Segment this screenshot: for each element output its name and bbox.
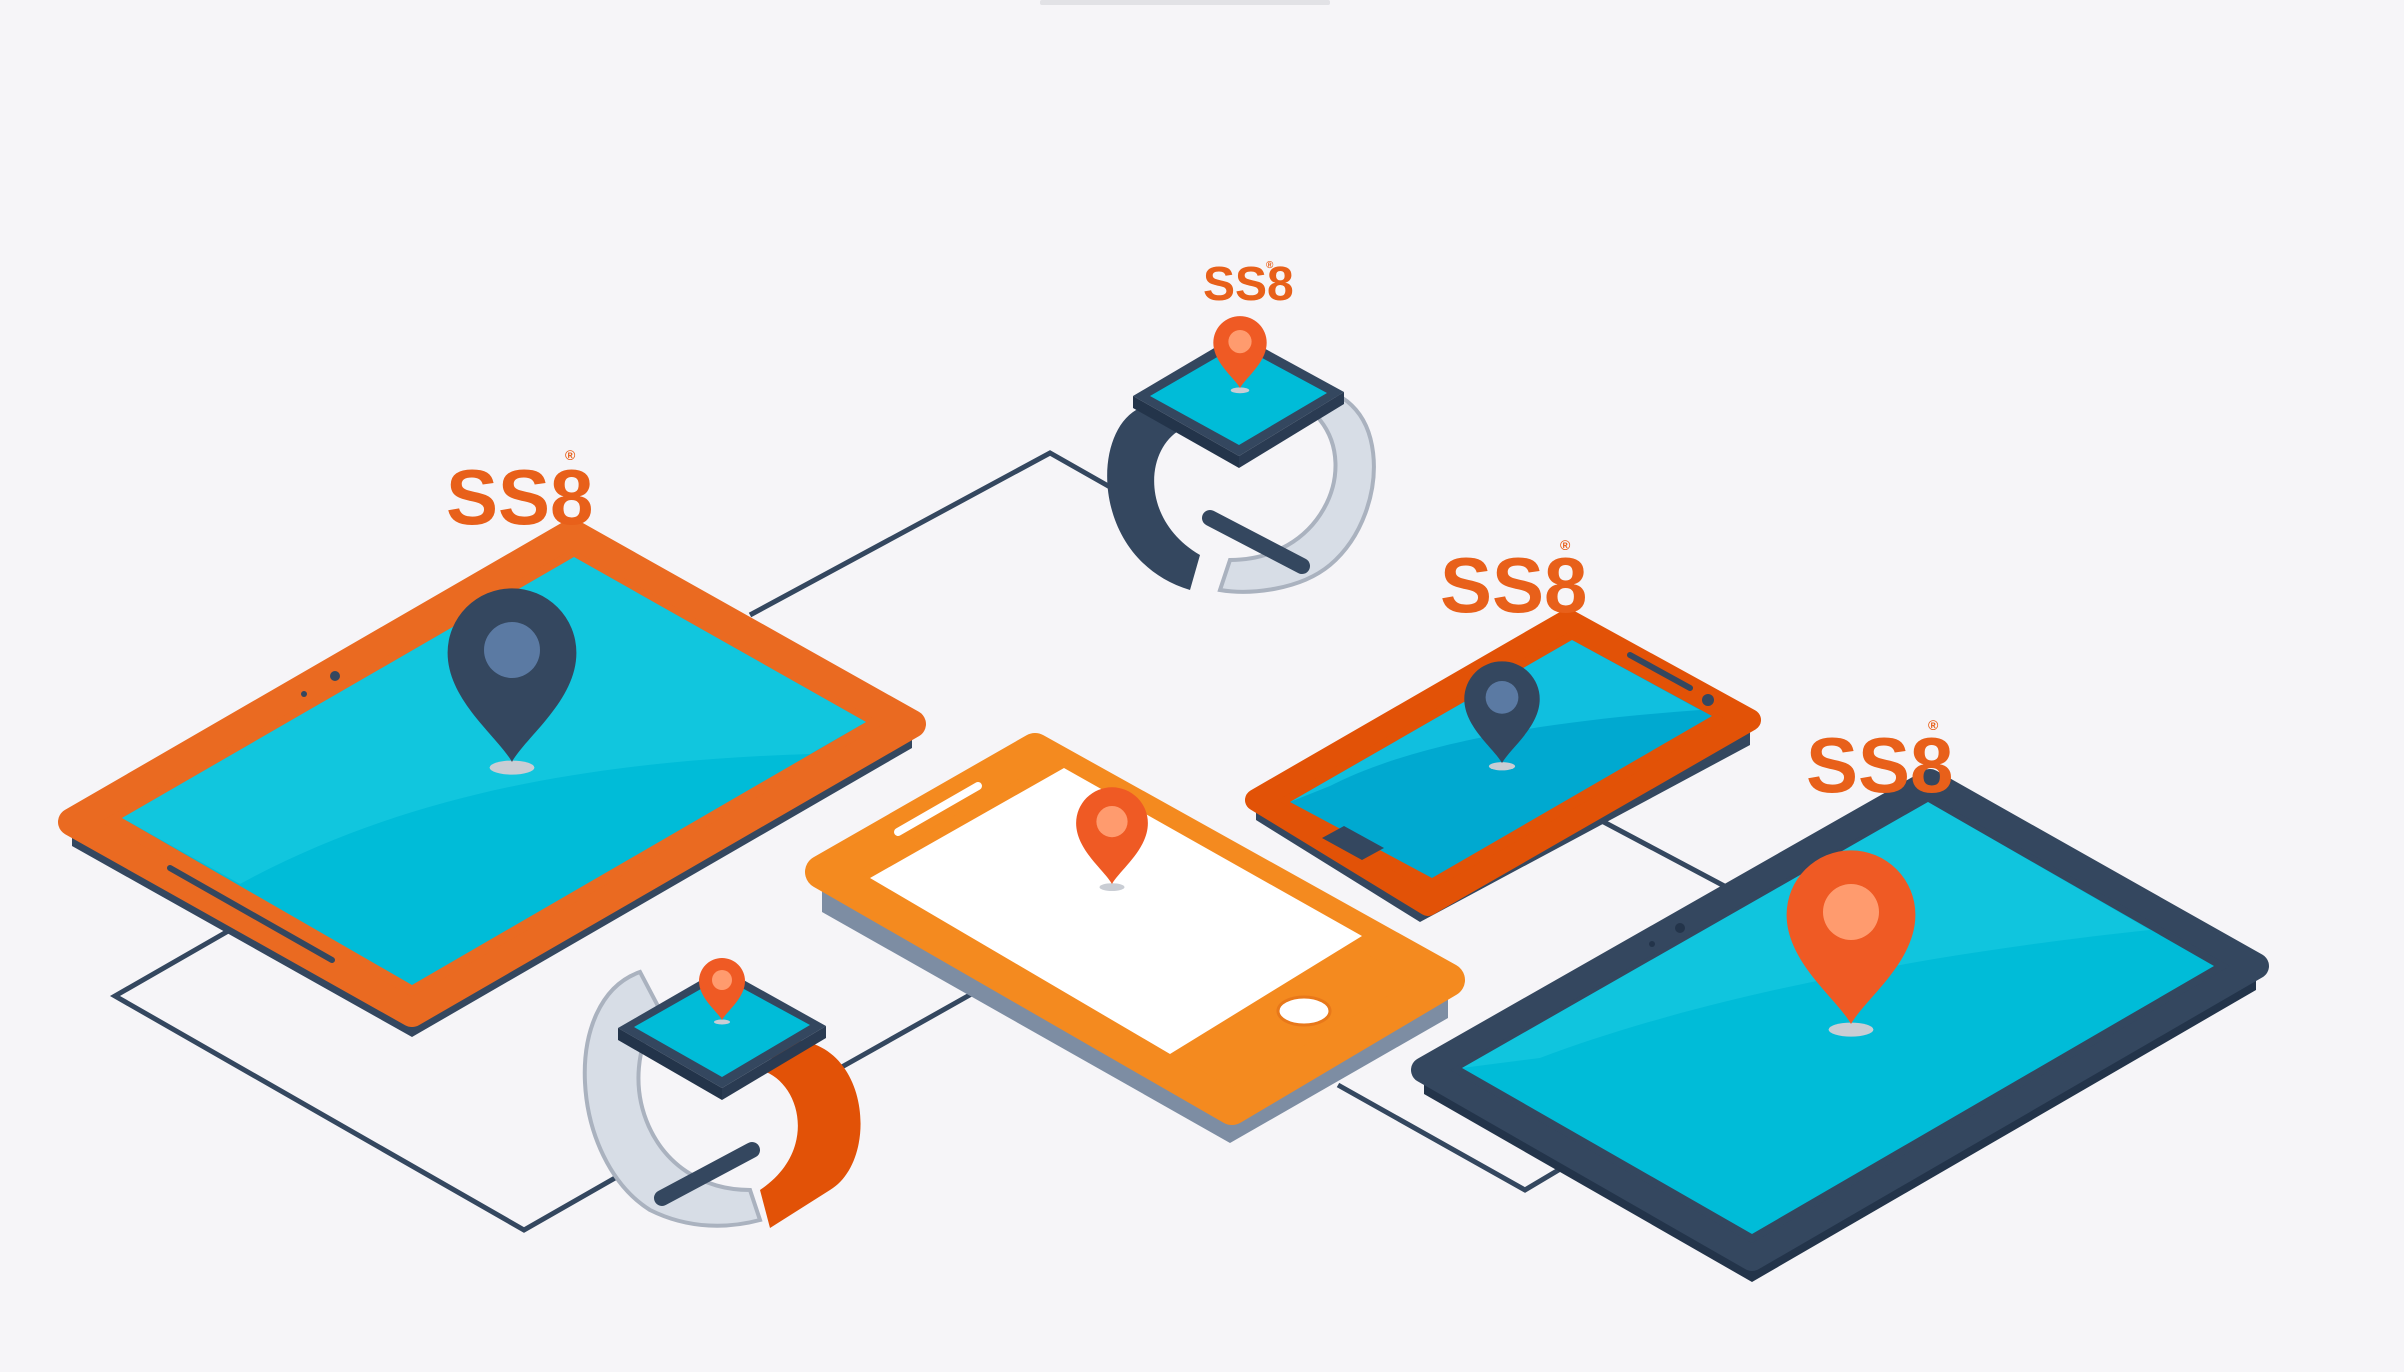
registered-mark: ® [565,447,576,463]
ss8-logo: SS8 [1440,541,1587,629]
smartwatch-bottom [582,958,861,1228]
registered-mark: ® [1266,260,1274,271]
tablet-navy: SS8 ® [1411,717,2269,1282]
top-edge-shadow [1040,0,1330,5]
tablet-orange: SS8 ® [58,447,926,1037]
registered-mark: ® [1560,537,1571,553]
smartwatch-top: SS8 ® [1107,258,1376,594]
smartphone-amber [805,733,1465,1143]
camera-dot [330,671,340,681]
ss8-logo: SS8 [1806,721,1953,809]
registered-mark: ® [1928,717,1939,733]
camera-dot [1675,923,1685,933]
smartphone-orange: SS8 ® [1245,537,1761,922]
ss8-logo: SS8 [446,453,593,541]
ss8-logo: SS8 [1203,258,1294,311]
network-wires [109,450,1730,1233]
